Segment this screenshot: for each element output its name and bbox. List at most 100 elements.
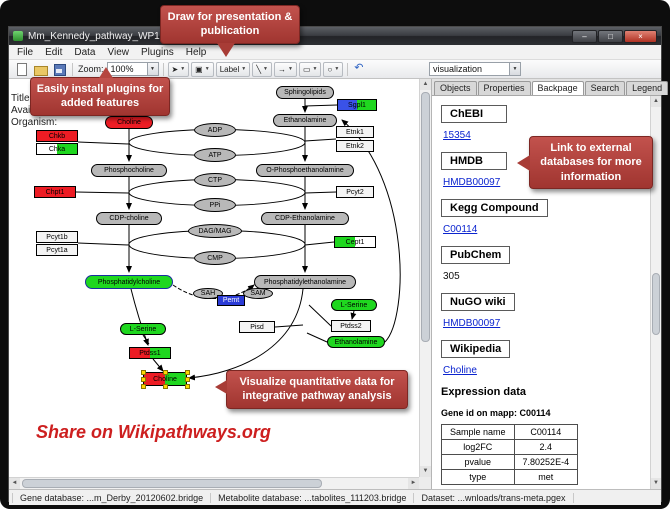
arrow-tool[interactable]: →▼: [274, 61, 297, 77]
node-ctp[interactable]: CTP: [194, 173, 236, 187]
selection-handle[interactable]: [185, 370, 190, 375]
scroll-right-icon[interactable]: ►: [408, 478, 419, 489]
label-tool[interactable]: Label▼: [215, 61, 251, 77]
node-sah[interactable]: SAH: [193, 288, 223, 299]
node-choline-bottom[interactable]: Choline: [141, 370, 190, 389]
tab-search[interactable]: Search: [584, 81, 626, 95]
scroll-up-icon[interactable]: ▲: [420, 79, 431, 90]
node-l-serine-right[interactable]: L-Serine: [331, 299, 377, 311]
node-cmp[interactable]: CMP: [194, 251, 236, 265]
backpage-link-hmdb[interactable]: HMDB00097: [443, 177, 501, 188]
menu-help[interactable]: Help: [185, 46, 207, 58]
node-cept1[interactable]: Cept1: [334, 236, 376, 248]
canvas-vertical-scrollbar[interactable]: ▲ ▼: [419, 79, 431, 477]
menu-file[interactable]: File: [17, 46, 34, 58]
node-cdp-ethanolamine[interactable]: CDP-Ethanolamine: [261, 212, 349, 225]
node-ppi[interactable]: PPi: [194, 198, 236, 212]
selection-tool[interactable]: ➤▼: [167, 61, 190, 77]
close-button[interactable]: ×: [624, 29, 657, 43]
node-pcyt2[interactable]: Pcyt2: [336, 186, 374, 198]
node-chkb[interactable]: Chkb: [36, 130, 78, 142]
sidebar-scrollbar[interactable]: ▲ ▼: [650, 96, 661, 489]
minimize-button[interactable]: –: [572, 29, 597, 43]
tab-legend[interactable]: Legend: [626, 81, 669, 95]
node-chka[interactable]: Chka: [36, 143, 78, 155]
node-o-phosphoethanolamine[interactable]: O-Phosphoethanolamine: [256, 164, 354, 177]
new-file-icon[interactable]: [13, 61, 30, 77]
menu-data[interactable]: Data: [74, 46, 96, 58]
node-label: Phosphatidylethanolamine: [263, 278, 347, 286]
node-sam[interactable]: SAM: [243, 288, 273, 299]
selection-handle[interactable]: [163, 370, 168, 375]
backpage-link-chebi[interactable]: 15354: [443, 130, 471, 141]
chevron-down-icon: ▼: [263, 66, 268, 72]
node-phosphocholine[interactable]: Phosphocholine: [91, 164, 167, 177]
window-buttons: – □ ×: [572, 29, 657, 43]
menu-plugins[interactable]: Plugins: [140, 46, 174, 58]
node-sgpl1[interactable]: Sgpl1: [337, 99, 377, 111]
scrollbar-thumb[interactable]: [652, 272, 660, 335]
undo-icon[interactable]: [352, 61, 369, 77]
info-line: Organism:: [11, 117, 58, 128]
node-l-serine-left[interactable]: L-Serine: [120, 323, 166, 335]
node-ethanolamine-bottom[interactable]: Ethanolamine: [327, 336, 385, 348]
selection-handle[interactable]: [141, 377, 146, 382]
scroll-up-icon[interactable]: ▲: [651, 96, 661, 107]
tab-objects[interactable]: Objects: [434, 81, 477, 95]
scroll-left-icon[interactable]: ◄: [9, 478, 20, 489]
pathway-edge: [304, 241, 335, 246]
datanode-tool-icon: ▣: [195, 64, 203, 74]
node-pcyt1b[interactable]: Pcyt1b: [36, 231, 78, 243]
node-dag-mag[interactable]: DAG/MAG: [188, 224, 242, 238]
visualization-select[interactable]: visualization ▼: [429, 62, 521, 76]
node-phosphatidylcholine[interactable]: Phosphatidylcholine: [85, 275, 173, 289]
node-cdp-choline[interactable]: CDP-choline: [96, 212, 162, 225]
open-folder-icon[interactable]: [32, 61, 49, 77]
line-tool[interactable]: ╲▼: [252, 61, 272, 77]
selection-handle[interactable]: [141, 370, 146, 375]
node-sphingolipids[interactable]: Sphingolipids: [276, 86, 334, 99]
node-adp[interactable]: ADP: [194, 123, 236, 137]
scroll-down-icon[interactable]: ▼: [420, 466, 431, 477]
rect-tool[interactable]: ▭▼: [298, 61, 322, 77]
scroll-down-icon[interactable]: ▼: [651, 478, 661, 489]
label-tool-icon: Label: [219, 64, 240, 74]
menu-view[interactable]: View: [107, 46, 129, 58]
node-etnk1[interactable]: Etnk1: [336, 126, 374, 138]
title-bar[interactable]: Mm_Kennedy_pathway_WP1771_45176.gpml – □…: [9, 27, 661, 45]
oval-tool[interactable]: ○▼: [323, 61, 344, 77]
node-chpt1[interactable]: Chpt1: [34, 186, 76, 198]
node-ethanolamine-top[interactable]: Ethanolamine: [273, 114, 337, 127]
node-ptdss1[interactable]: Ptdss1: [129, 347, 171, 359]
backpage-link-nugo-wiki[interactable]: HMDB00097: [443, 318, 501, 329]
scrollbar-thumb[interactable]: [421, 92, 430, 342]
selection-handle[interactable]: [185, 377, 190, 382]
node-atp[interactable]: ATP: [194, 148, 236, 162]
node-pisd[interactable]: Pisd: [239, 321, 275, 333]
node-label: Chpt1: [45, 188, 65, 196]
datanode-tool[interactable]: ▣▼: [191, 61, 214, 77]
canvas-horizontal-scrollbar[interactable]: ◄ ►: [9, 477, 419, 489]
maximize-button[interactable]: □: [598, 29, 623, 43]
selection-handle[interactable]: [141, 384, 146, 389]
scrollbar-thumb[interactable]: [22, 479, 322, 488]
node-phosphatidylethanolamine[interactable]: Phosphatidylethanolamine: [254, 275, 356, 289]
node-pcyt1a[interactable]: Pcyt1a: [36, 244, 78, 256]
node-etnk2[interactable]: Etnk2: [336, 140, 374, 152]
backpage-link-kegg-compound[interactable]: C00114: [443, 224, 478, 235]
node-ptdss2[interactable]: Ptdss2: [331, 320, 371, 332]
info-line: Title:: [11, 93, 33, 104]
save-icon[interactable]: [51, 61, 68, 77]
zoom-select[interactable]: 100% ▼: [106, 62, 159, 76]
menu-edit[interactable]: Edit: [45, 46, 63, 58]
selection-handle[interactable]: [185, 384, 190, 389]
tab-backpage[interactable]: Backpage: [531, 81, 584, 95]
node-pemt[interactable]: Pemt: [217, 295, 245, 306]
node-label: PPi: [209, 201, 221, 209]
tab-properties[interactable]: Properties: [477, 81, 531, 95]
backpage-link-wikipedia[interactable]: Choline: [443, 365, 477, 376]
selection-handle[interactable]: [163, 384, 168, 389]
node-choline-top[interactable]: Choline: [105, 116, 153, 129]
